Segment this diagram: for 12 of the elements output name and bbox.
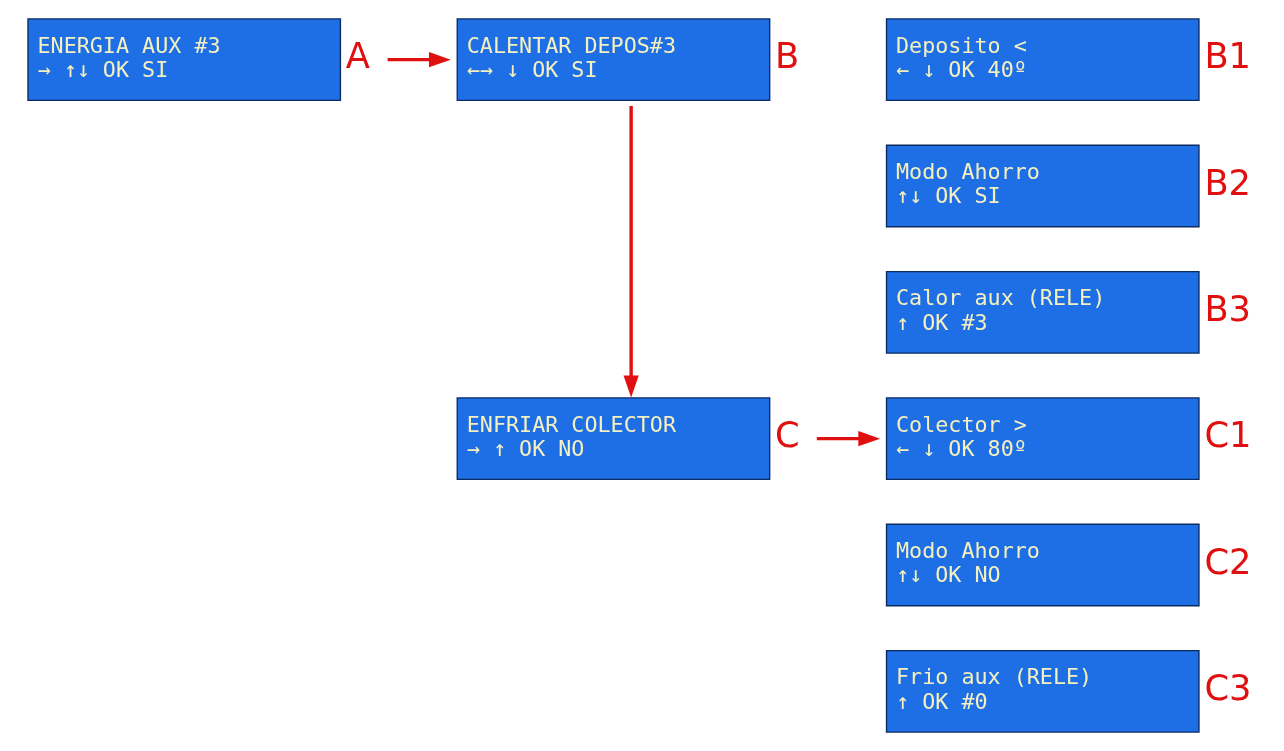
arrow	[623, 106, 639, 398]
arrow	[816, 431, 881, 447]
node-label: A	[345, 35, 371, 77]
node-label: C2	[1204, 540, 1252, 582]
arrow	[387, 52, 451, 68]
node-label: B1	[1204, 35, 1252, 77]
node-label: B	[775, 35, 800, 77]
node-label: C1	[1204, 414, 1252, 456]
node-label: B2	[1204, 161, 1252, 203]
node-label: C	[775, 414, 800, 456]
node-label: B3	[1204, 287, 1252, 329]
node-label: C3	[1204, 666, 1252, 708]
